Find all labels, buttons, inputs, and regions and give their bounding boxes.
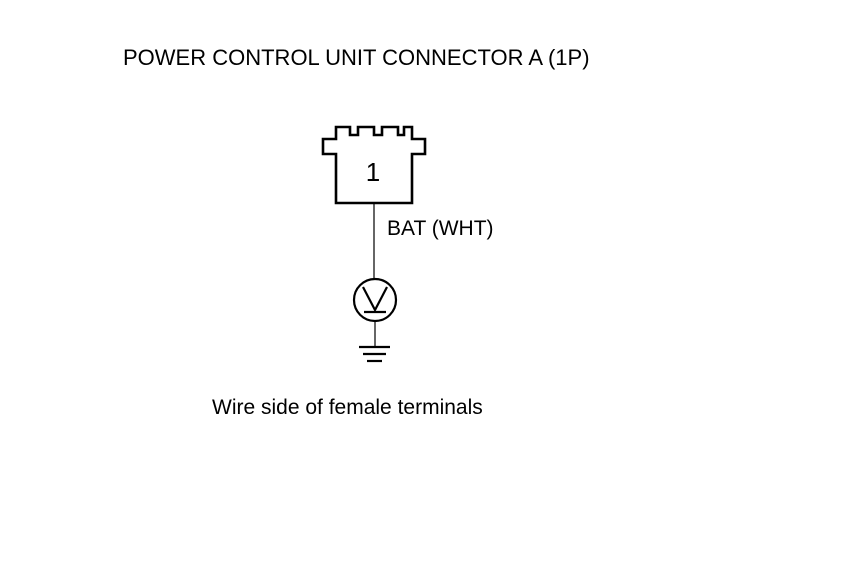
wire-label: BAT (WHT) <box>387 217 494 240</box>
connector-housing <box>321 125 427 205</box>
voltmeter-icon <box>352 277 398 323</box>
diagram-caption: Wire side of female terminals <box>212 396 483 419</box>
connector-pin-number: 1 <box>365 157 381 187</box>
diagram-title: POWER CONTROL UNIT CONNECTOR A (1P) <box>123 45 590 70</box>
ground-icon <box>359 345 390 363</box>
